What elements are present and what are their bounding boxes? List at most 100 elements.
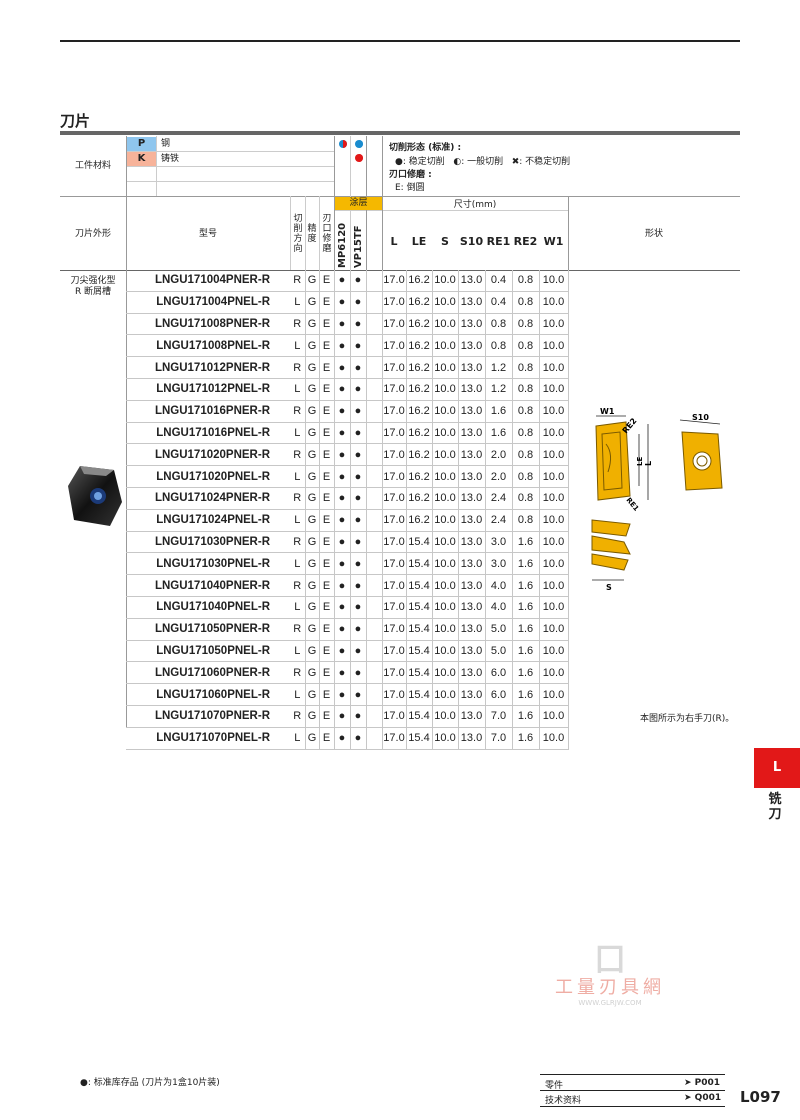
dim-s-cell: 10.0 (432, 596, 459, 619)
precision-col-header: 精度 (307, 224, 317, 244)
shape-cell (60, 378, 126, 400)
dim-le-cell: 16.2 (406, 356, 433, 379)
grade-vp15tf-cell: ● (350, 661, 367, 685)
dim-w1-cell: 10.0 (539, 356, 569, 379)
shape-cell (60, 487, 126, 509)
shape-cell (60, 531, 126, 553)
grade-vp15tf-cell: ● (350, 378, 367, 401)
dim-l-cell: 17.0 (382, 683, 407, 706)
grade-vp15tf-cell: ● (350, 596, 367, 619)
edge-prep-item: E: 倒圆 (395, 183, 425, 193)
grade-mp6120-cell: ● (334, 487, 351, 510)
dim-s-cell: 10.0 (432, 400, 459, 423)
direction-cell: R (290, 705, 306, 728)
model-cell: LNGU171024PNEL-R (126, 509, 290, 532)
dim-re2-cell: 1.6 (512, 727, 540, 750)
edge-prep-cell: E (319, 443, 335, 467)
direction-cell: L (290, 683, 306, 706)
model-cell: LNGU171060PNEL-R (126, 683, 290, 706)
model-cell: LNGU171020PNER-R (126, 443, 290, 467)
dim-re2-cell: 0.8 (512, 509, 540, 532)
dim-re1-cell: 2.4 (485, 487, 513, 510)
dim-l-cell: 17.0 (382, 487, 407, 510)
dim-le-cell: 15.4 (406, 705, 433, 728)
grade-mp6120-cell: ● (334, 531, 351, 554)
page-number: L097 (740, 1088, 781, 1106)
dim-w1-cell: 10.0 (539, 400, 569, 423)
dim-s10-cell: 13.0 (458, 270, 486, 292)
direction-cell: L (290, 640, 306, 663)
dim-re2-cell: 0.8 (512, 443, 540, 467)
top-rule (60, 40, 740, 42)
precision-cell: G (305, 661, 320, 685)
dim-re1-cell: 0.8 (485, 334, 513, 358)
edge-prep-cell: E (319, 618, 335, 641)
footer-tech-link[interactable]: ➤ Q001 (684, 1093, 722, 1103)
section-tab-l[interactable]: L (754, 748, 800, 788)
legend-title: 切削形态 (标准) : (389, 143, 462, 153)
section-tab-label: 铣刀 (768, 792, 782, 822)
grade-vp15tf-cell: ● (350, 552, 367, 576)
dim-s-cell: 10.0 (432, 291, 459, 314)
dim-s10-cell: 13.0 (458, 552, 486, 576)
precision-cell: G (305, 400, 320, 423)
grade-vp15tf-cell: ● (350, 422, 367, 445)
footer-parts-label: 零件 (545, 1081, 564, 1091)
dim-le-cell: 15.4 (406, 727, 433, 750)
general-cutting-icon (355, 140, 363, 148)
dim-l-cell: 17.0 (382, 270, 407, 292)
dim-l-cell: 17.0 (382, 509, 407, 532)
dim-s10-cell: 13.0 (458, 531, 486, 554)
dim-re2-cell: 0.8 (512, 270, 540, 292)
model-col-header: 型号 (198, 229, 217, 239)
dim-re1-cell: 7.0 (485, 705, 513, 728)
grade-mp6120-cell: ● (334, 443, 351, 467)
dim-re1-cell: 1.6 (485, 400, 513, 423)
dim-l-cell: 17.0 (382, 574, 407, 597)
direction-cell: R (290, 270, 306, 292)
shape-cell (60, 313, 126, 335)
model-cell: LNGU171008PNEL-R (126, 334, 290, 358)
model-cell: LNGU171012PNEL-R (126, 378, 290, 401)
shape-col-header: 刀片外形 (74, 229, 111, 239)
footer-tech-label: 技术资料 (545, 1096, 582, 1106)
grade-mp6120-cell: ● (334, 270, 351, 292)
dim-s-cell: 10.0 (432, 552, 459, 576)
precision-cell: G (305, 334, 320, 358)
dim-re1-cell: 2.4 (485, 509, 513, 532)
dim-w1-cell: 10.0 (539, 313, 569, 336)
edge-prep-cell: E (319, 705, 335, 728)
dim-le-cell: 15.4 (406, 683, 433, 706)
dim-le-cell: 16.2 (406, 291, 433, 314)
material-p-code: P (127, 137, 156, 151)
dim-s10-cell: 13.0 (458, 443, 486, 467)
dim-w1-cell: 10.0 (539, 487, 569, 510)
edge-prep-cell: E (319, 313, 335, 336)
direction-cell: R (290, 400, 306, 423)
direction-cell: L (290, 465, 306, 488)
s10-label: S10 (692, 413, 709, 422)
grade-vp15tf-cell: ● (350, 618, 367, 641)
edge-prep-cell: E (319, 270, 335, 292)
footer-parts-link[interactable]: ➤ P001 (684, 1078, 721, 1088)
dim-s-cell: 10.0 (432, 356, 459, 379)
dim-l-cell: 17.0 (382, 661, 407, 685)
dim-s10-cell: 13.0 (458, 291, 486, 314)
dim-s-cell: 10.0 (432, 313, 459, 336)
edge-prep-cell: E (319, 356, 335, 379)
dim-s-cell: 10.0 (432, 727, 459, 750)
model-cell: LNGU171040PNEL-R (126, 596, 290, 619)
dim-w1-cell: 10.0 (539, 465, 569, 488)
dim-s10-cell: 13.0 (458, 487, 486, 510)
grade-vp15tf-cell: ● (350, 400, 367, 423)
material-p-name: 钢 (161, 139, 171, 149)
title-rule (60, 131, 740, 135)
